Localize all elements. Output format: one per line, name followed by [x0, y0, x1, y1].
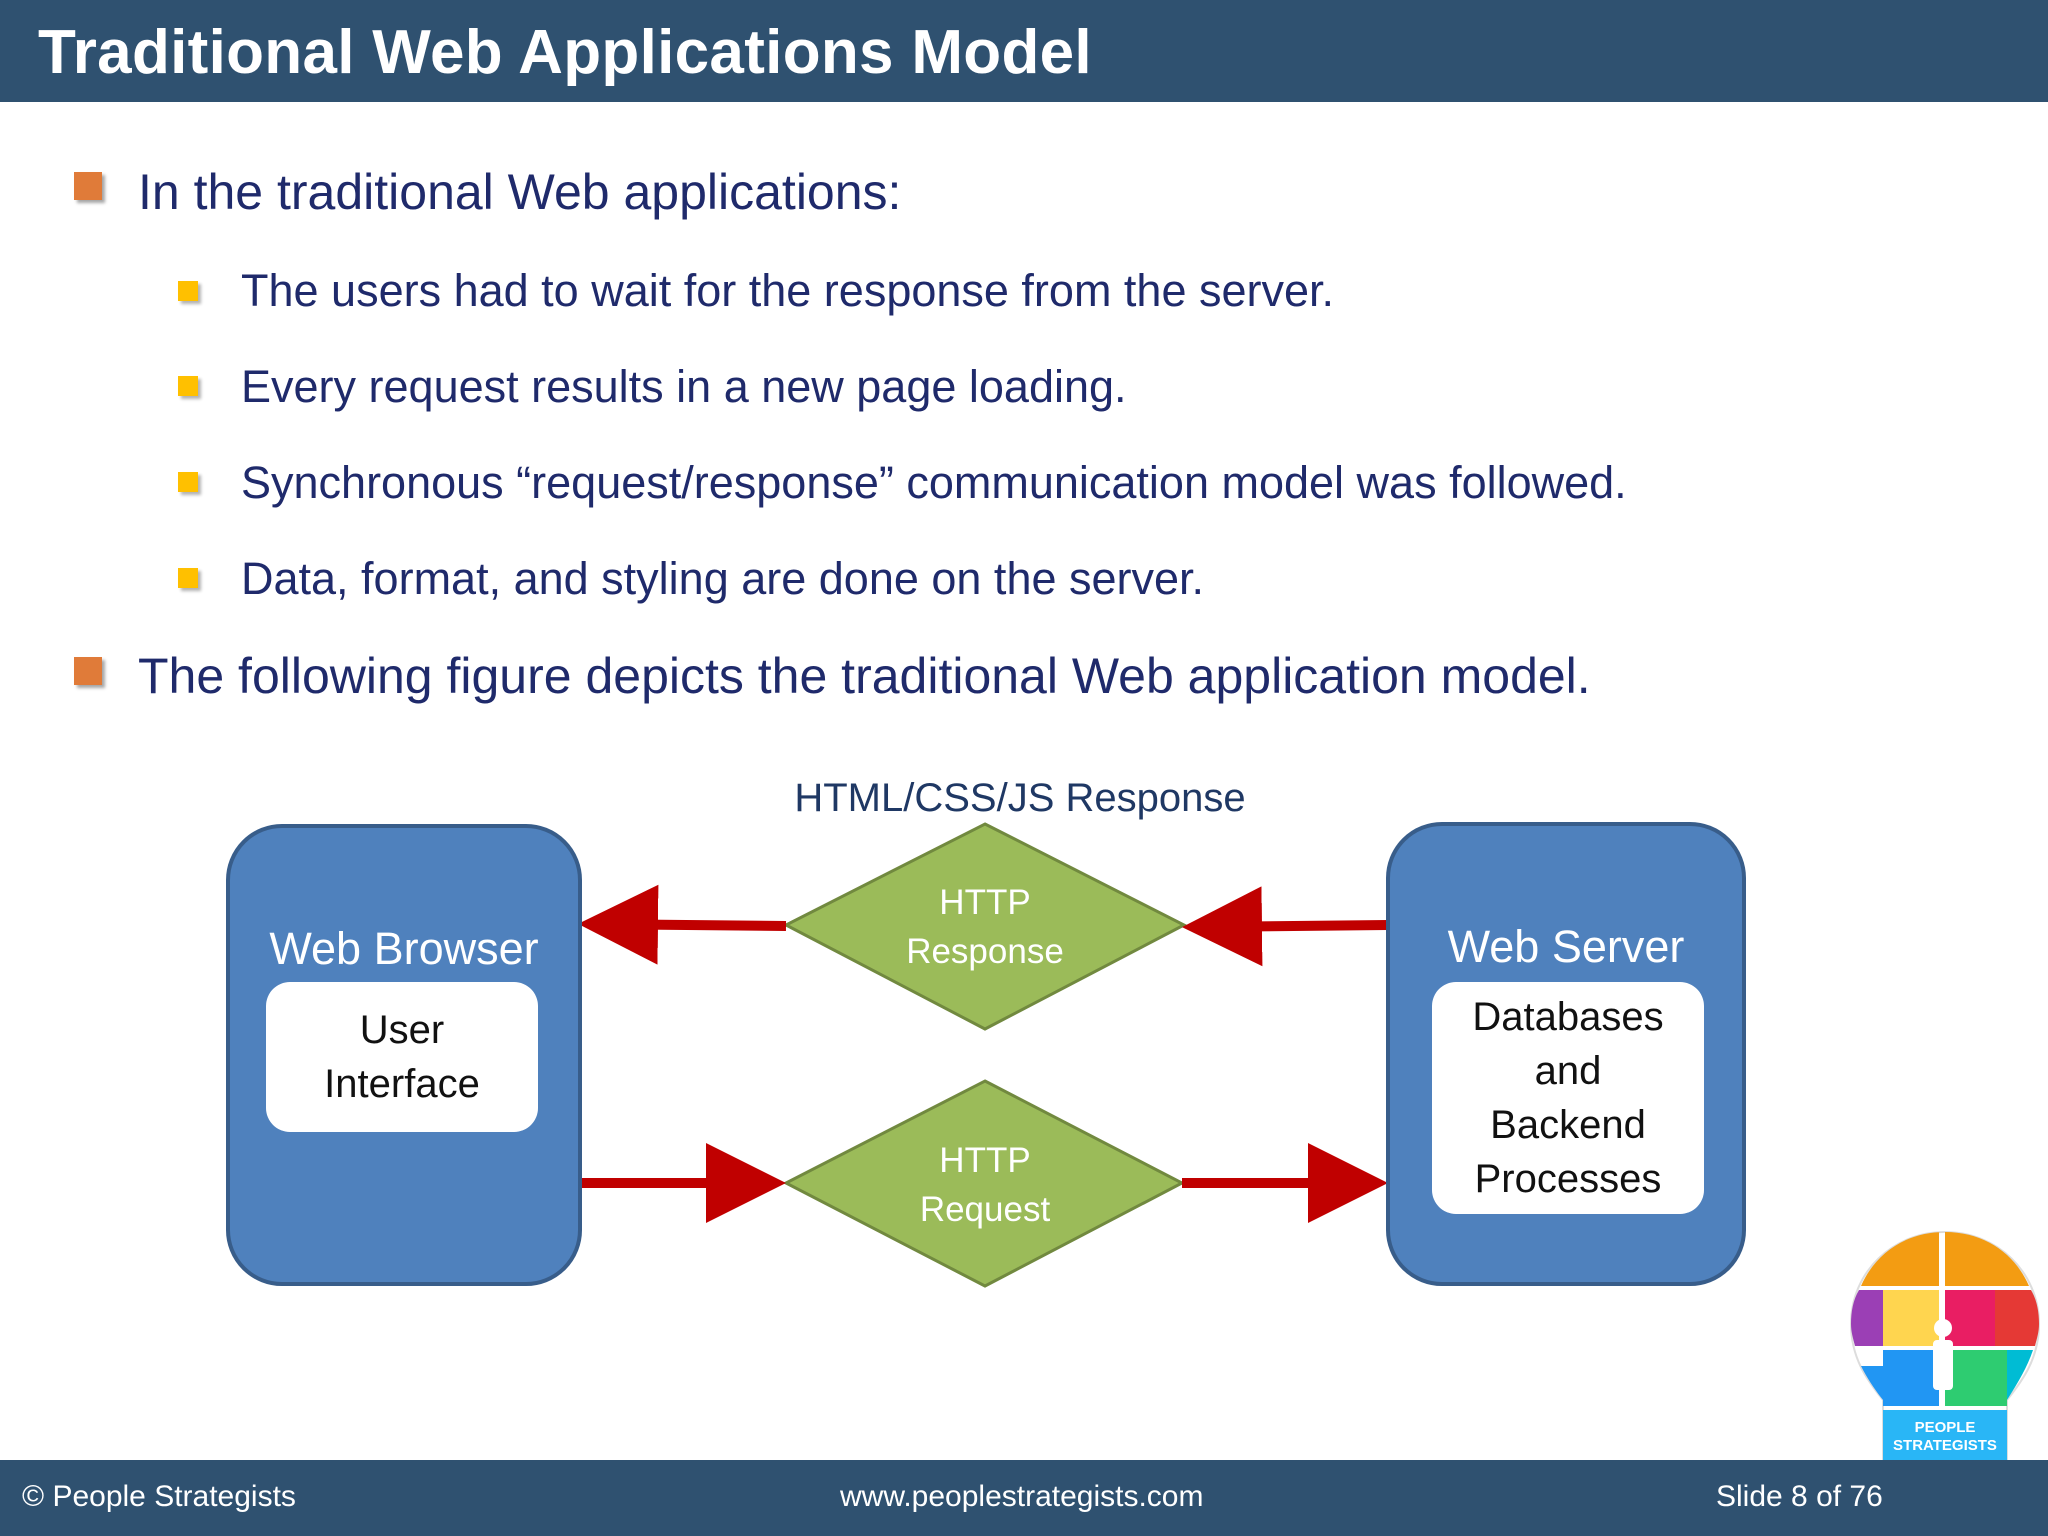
logo-text-line2: STRATEGISTS — [1893, 1437, 1997, 1454]
databases-box: Databases and Backend Processes — [1432, 982, 1704, 1214]
bullet-square-orange — [74, 657, 102, 685]
bullet-square-yellow — [178, 568, 198, 588]
footer-bar: © People Strategists www.peoplestrategis… — [0, 1460, 2048, 1536]
databases-line4: Processes — [1474, 1157, 1662, 1201]
bullet-sub-2: Every request results in a new page load… — [241, 361, 1127, 412]
bullet-square-orange — [74, 172, 102, 200]
databases-line2: and — [1534, 1049, 1602, 1093]
http-request-label: HTTP Request — [886, 1136, 1084, 1234]
logo-text-line1: PEOPLE — [1915, 1419, 1976, 1436]
user-interface-line2: Interface — [324, 1062, 480, 1106]
footer-slide-number: Slide 8 of 76 — [1716, 1480, 1883, 1513]
bullet-square-yellow — [178, 281, 198, 301]
bullet-main-1: In the traditional Web applications: — [138, 164, 902, 220]
bullet-sub-4: Data, format, and styling are done on th… — [241, 553, 1205, 604]
databases-line1: Databases — [1472, 995, 1664, 1039]
bullet-square-yellow — [178, 376, 198, 396]
http-response-diamond — [782, 822, 1188, 1031]
web-browser-title: Web Browser — [269, 923, 539, 974]
bullet-sub-3: Synchronous “request/response” communica… — [241, 457, 1627, 508]
http-response-line2: Response — [906, 932, 1064, 971]
bullet-sub-1: The users had to wait for the response f… — [241, 265, 1335, 316]
http-request-diamond — [782, 1079, 1186, 1288]
web-server-box: Web Server Databases and Backend Process… — [1386, 822, 1746, 1286]
people-strategists-logo: PEOPLE STRATEGISTS — [1849, 1230, 2041, 1514]
arrow-response-to-browser — [578, 884, 787, 965]
http-request-line1: HTTP — [939, 1141, 1031, 1180]
footer-copyright: © People Strategists — [22, 1480, 296, 1513]
user-interface-box: User Interface — [266, 982, 538, 1132]
http-response-line1: HTTP — [939, 883, 1031, 922]
footer-website: www.peoplestrategists.com — [840, 1480, 1204, 1513]
bullet-square-yellow — [178, 472, 198, 492]
user-interface-line1: User — [359, 1008, 445, 1052]
bullet-main-2: The following figure depicts the traditi… — [138, 648, 1591, 704]
web-server-title: Web Server — [1447, 921, 1685, 972]
title-bar: Traditional Web Applications Model — [0, 0, 2048, 102]
http-response-label: HTTP Response — [886, 878, 1084, 976]
http-request-line2: Request — [919, 1190, 1051, 1229]
arrow-server-to-response — [1182, 886, 1389, 967]
databases-line3: Backend — [1490, 1103, 1646, 1147]
slide-title: Traditional Web Applications Model — [38, 18, 1092, 87]
response-caption: HTML/CSS/JS Response — [794, 776, 1246, 820]
web-browser-box: Web Browser User Interface — [226, 824, 582, 1286]
